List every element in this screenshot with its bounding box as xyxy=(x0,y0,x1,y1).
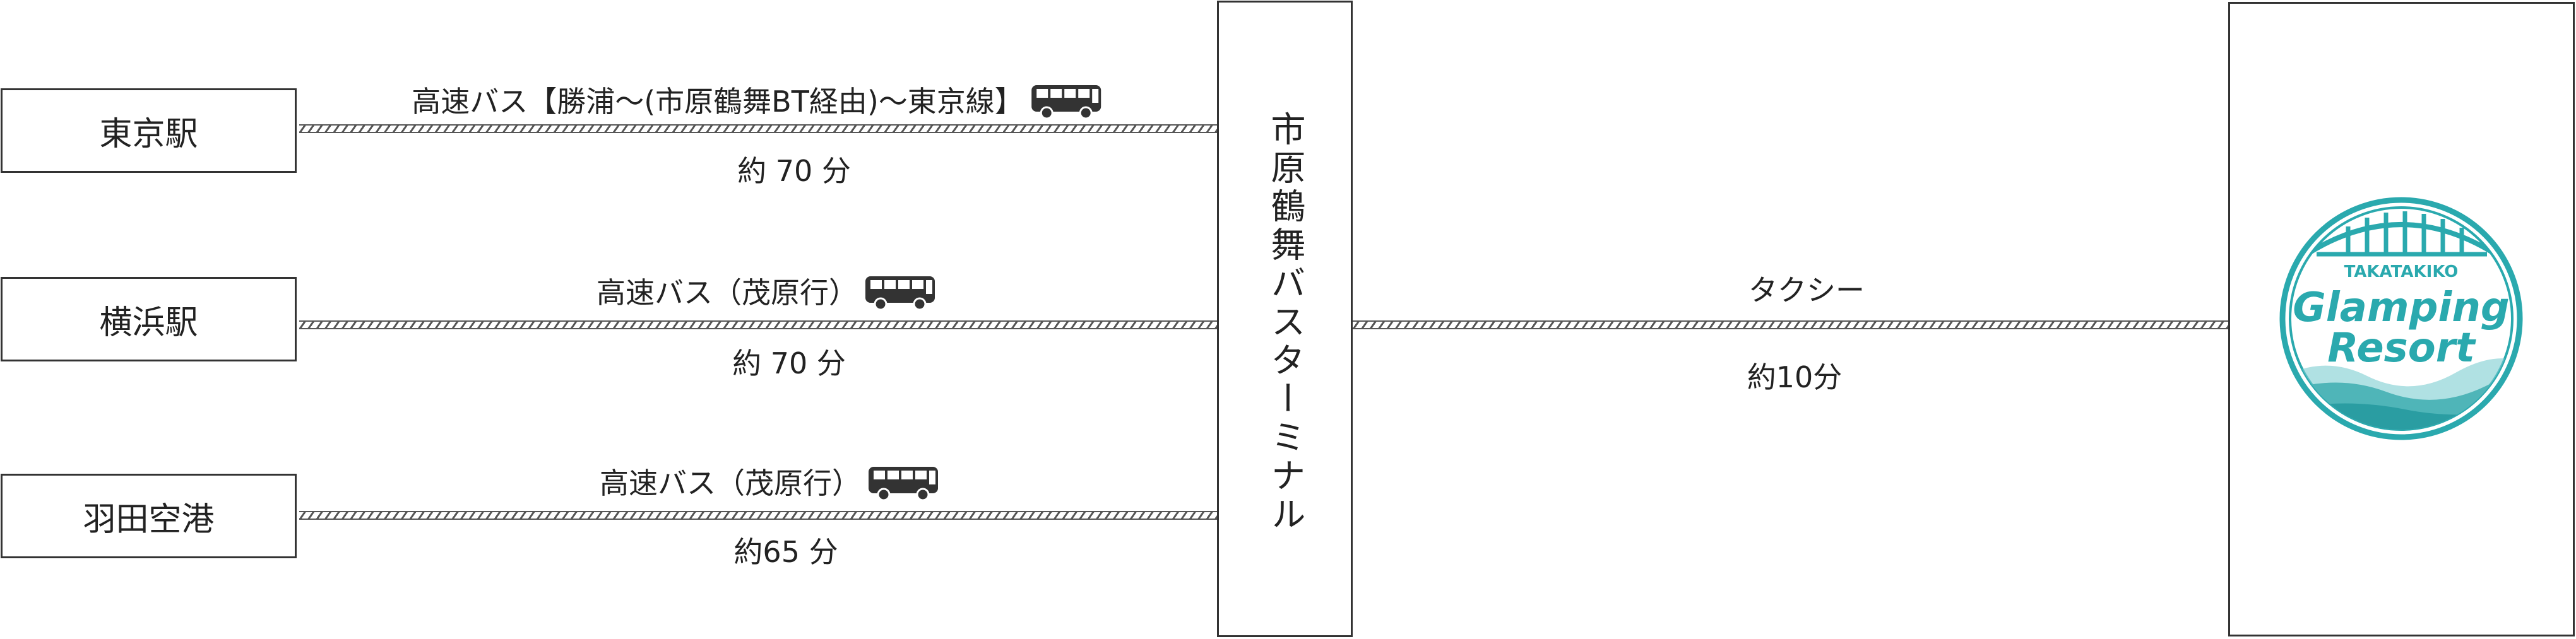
station-yokohama: 横浜駅 xyxy=(1,277,297,361)
station-label: 東京駅 xyxy=(99,115,198,153)
bus-icon xyxy=(869,467,938,501)
logo-line2: Resort xyxy=(2327,325,2476,372)
station-label: 羽田空港 xyxy=(83,500,215,539)
transfer-mode: タクシー xyxy=(1748,273,1865,307)
route-name: 高速バス（茂原行） xyxy=(597,276,858,310)
terminal-name: 市原鶴舞バスターミナル xyxy=(1265,111,1305,534)
route-line-haneda xyxy=(299,511,1217,520)
station-tokyo: 東京駅 xyxy=(1,88,297,173)
route-label-haneda: 高速バス（茂原行） xyxy=(600,464,941,502)
station-label: 横浜駅 xyxy=(99,303,198,342)
route-name: 高速バス（茂原行） xyxy=(600,466,861,500)
route-line-tokyo xyxy=(299,124,1217,133)
route-line-taxi xyxy=(1353,320,2228,329)
terminal-box: 市原鶴舞バスターミナル xyxy=(1217,1,1353,637)
time-label-haneda: 約65 分 xyxy=(733,535,838,569)
logo-line1: Glamping xyxy=(2293,284,2509,331)
time-label-tokyo: 約 70 分 xyxy=(737,154,851,188)
route-label-yokohama: 高速バス（茂原行） xyxy=(597,274,937,312)
route-name: 高速バス【勝浦〜(市原鶴舞BT経由)〜東京線】 xyxy=(412,85,1024,119)
bus-icon xyxy=(1031,85,1101,120)
logo-top-text: TAKATAKIKO xyxy=(2344,262,2459,281)
resort-logo: TAKATAKIKO Glamping Resort xyxy=(2279,197,2523,440)
destination-box: TAKATAKIKO Glamping Resort xyxy=(2228,2,2575,636)
bus-icon xyxy=(865,276,935,311)
route-line-yokohama xyxy=(299,320,1217,329)
transfer-time: 約10分 xyxy=(1747,360,1843,394)
route-label-tokyo: 高速バス【勝浦〜(市原鶴舞BT経由)〜東京線】 xyxy=(412,83,1103,120)
station-haneda: 羽田空港 xyxy=(1,474,297,558)
time-label-yokohama: 約 70 分 xyxy=(732,346,846,380)
